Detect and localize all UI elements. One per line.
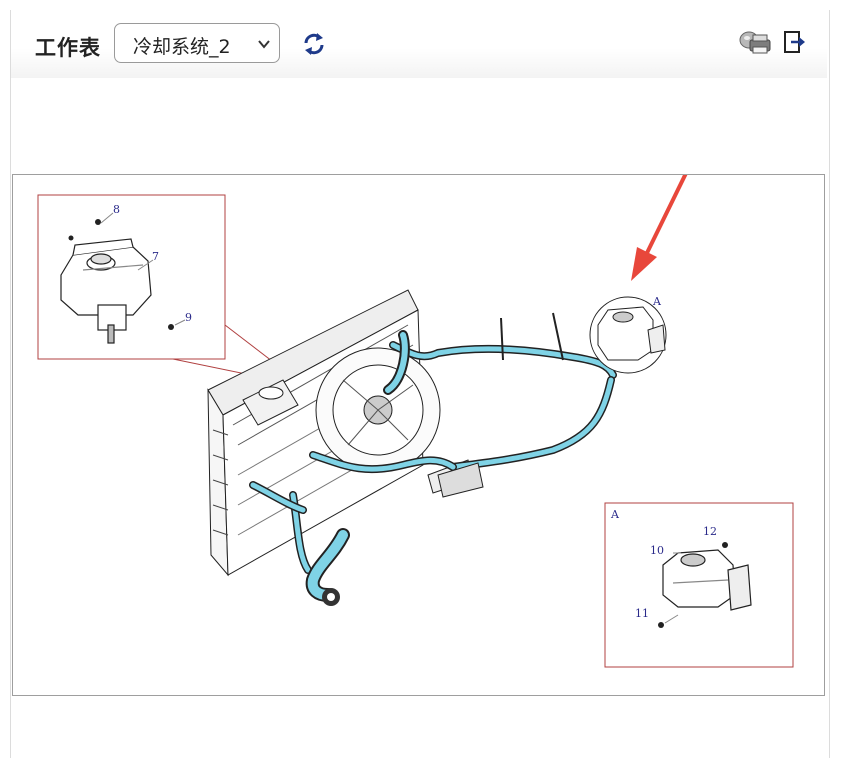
chevron-down-icon[interactable] bbox=[257, 36, 271, 55]
callout-10: 10 bbox=[650, 544, 664, 557]
worksheet-select-value: 冷却系统_2 bbox=[133, 36, 231, 58]
callout-7: 7 bbox=[152, 250, 159, 263]
callout-11: 11 bbox=[635, 607, 649, 620]
callout-9: 9 bbox=[185, 311, 192, 324]
cooling-system-illustration: 8 7 9 bbox=[37, 175, 794, 668]
callout-detail-a: A bbox=[610, 508, 620, 521]
callout-12: 12 bbox=[703, 525, 717, 538]
coolant-hoses bbox=[249, 330, 617, 602]
radiator-assembly bbox=[207, 289, 474, 577]
export-icon[interactable] bbox=[783, 30, 809, 60]
refresh-icon[interactable] bbox=[300, 30, 328, 58]
reservoir-detail-a-drawing bbox=[662, 549, 752, 611]
worksheet-select[interactable]: 冷却系统_2 bbox=[114, 23, 280, 63]
printer-icon[interactable] bbox=[738, 30, 774, 60]
callout-detail-a-ref: A bbox=[652, 295, 662, 308]
app-frame bbox=[10, 10, 830, 758]
red-annotation-arrow bbox=[631, 175, 688, 281]
coolant-reservoir-drawing bbox=[60, 238, 152, 344]
callout-8: 8 bbox=[113, 203, 120, 216]
inset-detail-reservoir bbox=[37, 194, 226, 360]
worksheet-label: 工作表 bbox=[35, 36, 101, 60]
parts-diagram: 8 7 9 bbox=[12, 174, 825, 696]
inset-detail-a bbox=[604, 502, 794, 668]
